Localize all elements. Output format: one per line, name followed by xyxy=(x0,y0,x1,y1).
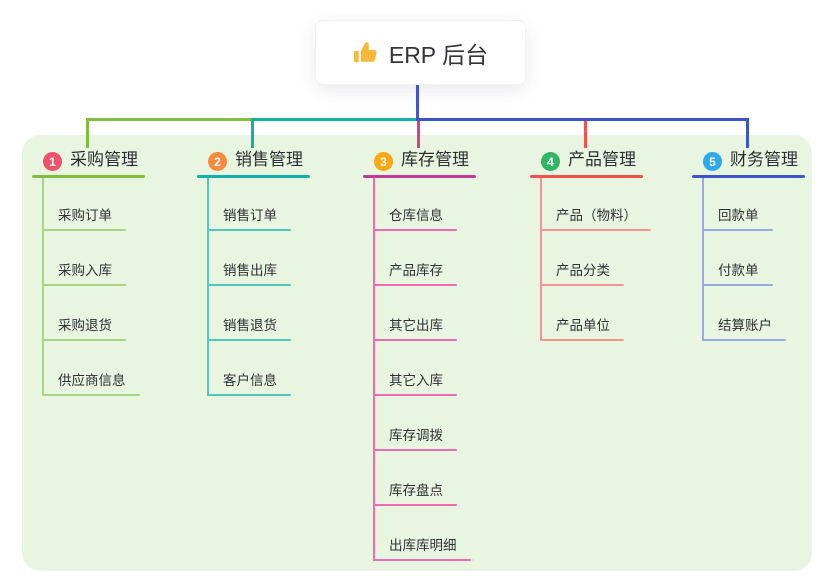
child-underline xyxy=(42,394,140,396)
child-node[interactable]: 销售订单 xyxy=(223,208,277,223)
child-node[interactable]: 产品（物料） xyxy=(556,208,637,223)
child-underline xyxy=(207,339,291,341)
child-node[interactable]: 库存盘点 xyxy=(389,483,443,498)
child-underline xyxy=(540,339,624,341)
connector-line xyxy=(584,118,587,148)
child-underline xyxy=(42,339,126,341)
branch-node-3[interactable]: 库存管理 xyxy=(401,150,469,169)
connector-line xyxy=(86,118,89,148)
child-underline xyxy=(42,229,126,231)
child-node[interactable]: 其它入库 xyxy=(389,373,443,388)
child-node[interactable]: 供应商信息 xyxy=(58,373,126,388)
branch-node-5[interactable]: 财务管理 xyxy=(730,150,798,169)
root-node-title: ERP 后台 xyxy=(388,41,489,68)
connector-line xyxy=(746,118,749,148)
root-node-erp[interactable]: ERP 后台 xyxy=(315,20,526,85)
branch-5-badge: 5 xyxy=(703,152,722,171)
child-node[interactable]: 采购订单 xyxy=(58,208,112,223)
child-underline xyxy=(540,229,651,231)
child-node[interactable]: 产品分类 xyxy=(556,263,610,278)
connector-line xyxy=(251,118,419,121)
branch-node-2[interactable]: 销售管理 xyxy=(235,150,303,169)
connector-line xyxy=(251,118,254,148)
branch-trunk-line xyxy=(540,178,542,341)
branch-underline xyxy=(530,175,643,178)
branch-node-1[interactable]: 采购管理 xyxy=(70,150,138,169)
child-node[interactable]: 其它出库 xyxy=(389,318,443,333)
branch-underline xyxy=(692,175,805,178)
branch-trunk-line xyxy=(702,178,704,341)
child-underline xyxy=(42,284,126,286)
child-node[interactable]: 产品单位 xyxy=(556,318,610,333)
child-node[interactable]: 销售出库 xyxy=(223,263,277,278)
child-underline xyxy=(207,229,291,231)
branch-2-badge: 2 xyxy=(208,152,227,171)
branch-trunk-line xyxy=(42,178,44,396)
child-node[interactable]: 销售退货 xyxy=(223,318,277,333)
branch-trunk-line xyxy=(207,178,209,396)
child-underline xyxy=(207,284,291,286)
root-stem-line xyxy=(416,83,419,121)
branch-underline xyxy=(197,175,310,178)
child-node[interactable]: 仓库信息 xyxy=(389,208,443,223)
child-underline xyxy=(373,284,457,286)
branch-underline xyxy=(32,175,145,178)
child-underline xyxy=(373,229,457,231)
child-underline xyxy=(702,284,773,286)
connector-line xyxy=(417,118,420,148)
child-node[interactable]: 结算账户 xyxy=(718,318,772,333)
branch-node-4[interactable]: 产品管理 xyxy=(568,150,636,169)
child-node[interactable]: 付款单 xyxy=(718,263,759,278)
child-node[interactable]: 出库库明细 xyxy=(389,538,457,553)
child-node[interactable]: 回款单 xyxy=(718,208,759,223)
child-underline xyxy=(207,394,291,396)
branch-1-badge: 1 xyxy=(43,152,62,171)
child-underline xyxy=(702,339,786,341)
child-node[interactable]: 库存调拨 xyxy=(389,428,443,443)
child-node[interactable]: 采购退货 xyxy=(58,318,112,333)
child-underline xyxy=(373,449,457,451)
child-node[interactable]: 客户信息 xyxy=(223,373,277,388)
child-underline xyxy=(373,394,457,396)
branch-3-badge: 3 xyxy=(374,152,393,171)
child-underline xyxy=(373,339,457,341)
mindmap-background-panel xyxy=(22,135,812,571)
branch-trunk-line xyxy=(373,178,375,561)
thumbs-up-icon xyxy=(353,41,377,62)
branch-4-badge: 4 xyxy=(541,152,560,171)
child-underline xyxy=(373,504,457,506)
child-underline xyxy=(540,284,624,286)
child-underline xyxy=(702,229,773,231)
connector-line xyxy=(416,118,749,121)
child-node[interactable]: 产品库存 xyxy=(389,263,443,278)
branch-underline xyxy=(363,175,476,178)
child-node[interactable]: 采购入库 xyxy=(58,263,112,278)
child-underline xyxy=(373,559,471,561)
